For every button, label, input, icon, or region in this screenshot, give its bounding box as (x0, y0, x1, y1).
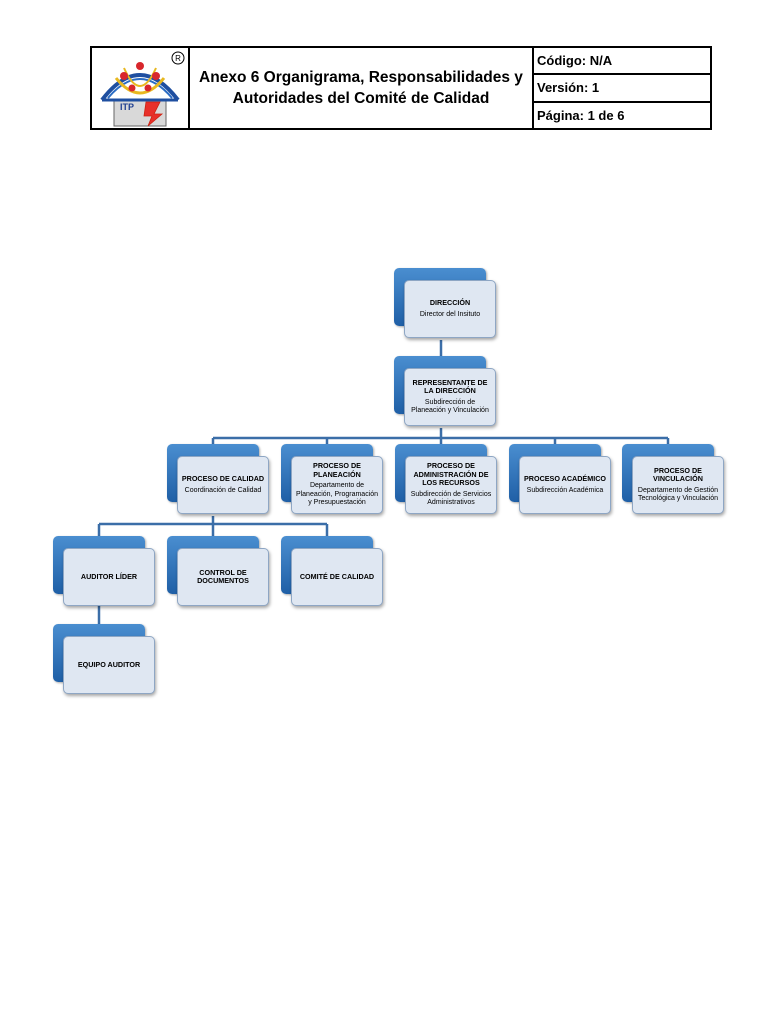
itp-logo-icon: R ITP (100, 51, 185, 127)
node-subtitle: Coordinación de Calidad (184, 486, 262, 494)
node-direccion: DIRECCIÓN Director del Insituto (394, 268, 496, 338)
title-line-1: Anexo 6 Organigrama, Responsabilidades y (199, 69, 523, 86)
document-meta: Código: N/A Versión: 1 Página: 1 de 6 (534, 48, 710, 128)
node-title: PROCESO ACADÉMICO (524, 474, 606, 484)
version-field: Versión: 1 (534, 73, 710, 100)
document-title: Anexo 6 Organigrama, Responsabilidades y… (190, 48, 534, 128)
node-proceso-recursos: PROCESO DE ADMINISTRACIÓN DE LOS RECURSO… (395, 444, 497, 514)
node-title: EQUIPO AUDITOR (77, 659, 141, 669)
registered-mark: R (175, 54, 181, 63)
node-title: REPRESENTANTE DE LA DIRECCIÓN (412, 377, 488, 396)
node-representante: REPRESENTANTE DE LA DIRECCIÓN Subdirecci… (394, 356, 496, 426)
node-auditor-lider: AUDITOR LÍDER (53, 536, 155, 606)
node-subtitle: Departamento de Planeación, Programación… (295, 482, 379, 507)
node-title: PROCESO DE PLANEACIÓN (313, 461, 361, 479)
node-comite-calidad: COMITÉ DE CALIDAD (281, 536, 383, 606)
node-proceso-vinculacion: PROCESO DE VINCULACIÓN Departamento de G… (622, 444, 724, 514)
node-proceso-academico: PROCESO ACADÉMICO Subdirección Académica (509, 444, 611, 514)
institute-logo: R ITP (92, 48, 190, 128)
document-header: R ITP Anexo 6 Organigrama, Responsabilid… (90, 46, 712, 130)
pagina-field: Página: 1 de 6 (534, 100, 710, 128)
node-subtitle: Subdirección Académica (526, 486, 604, 494)
node-title: PROCESO DE CALIDAD (181, 474, 265, 484)
logo-text: ITP (120, 102, 134, 112)
title-line-2: Autoridades del Comité de Calidad (232, 90, 490, 107)
node-control-documentos: CONTROL DE DOCUMENTOS (167, 536, 269, 606)
node-proceso-calidad: PROCESO DE CALIDAD Coordinación de Calid… (167, 444, 269, 514)
node-subtitle: Departamento de Gestión Tecnológica y Vi… (637, 486, 719, 502)
codigo-field: Código: N/A (537, 53, 613, 69)
node-title: CONTROL DE DOCUMENTOS (197, 567, 249, 585)
node-subtitle: Director del Insituto (419, 310, 481, 318)
node-title: AUDITOR LÍDER (80, 571, 138, 581)
node-title: COMITÉ DE CALIDAD (299, 571, 375, 581)
node-subtitle: Subdirección de Servicios Administrativo… (410, 490, 492, 507)
node-subtitle: Subdirección de Planeación y Vinculación (411, 398, 489, 414)
node-proceso-planeacion: PROCESO DE PLANEACIÓN Departamento de Pl… (281, 444, 383, 514)
node-equipo-auditor: EQUIPO AUDITOR (53, 624, 155, 694)
node-title: PROCESO DE ADMINISTRACIÓN DE LOS RECURSO… (413, 461, 489, 488)
node-title: DIRECCIÓN (429, 298, 471, 308)
node-title: PROCESO DE VINCULACIÓN (653, 465, 703, 484)
